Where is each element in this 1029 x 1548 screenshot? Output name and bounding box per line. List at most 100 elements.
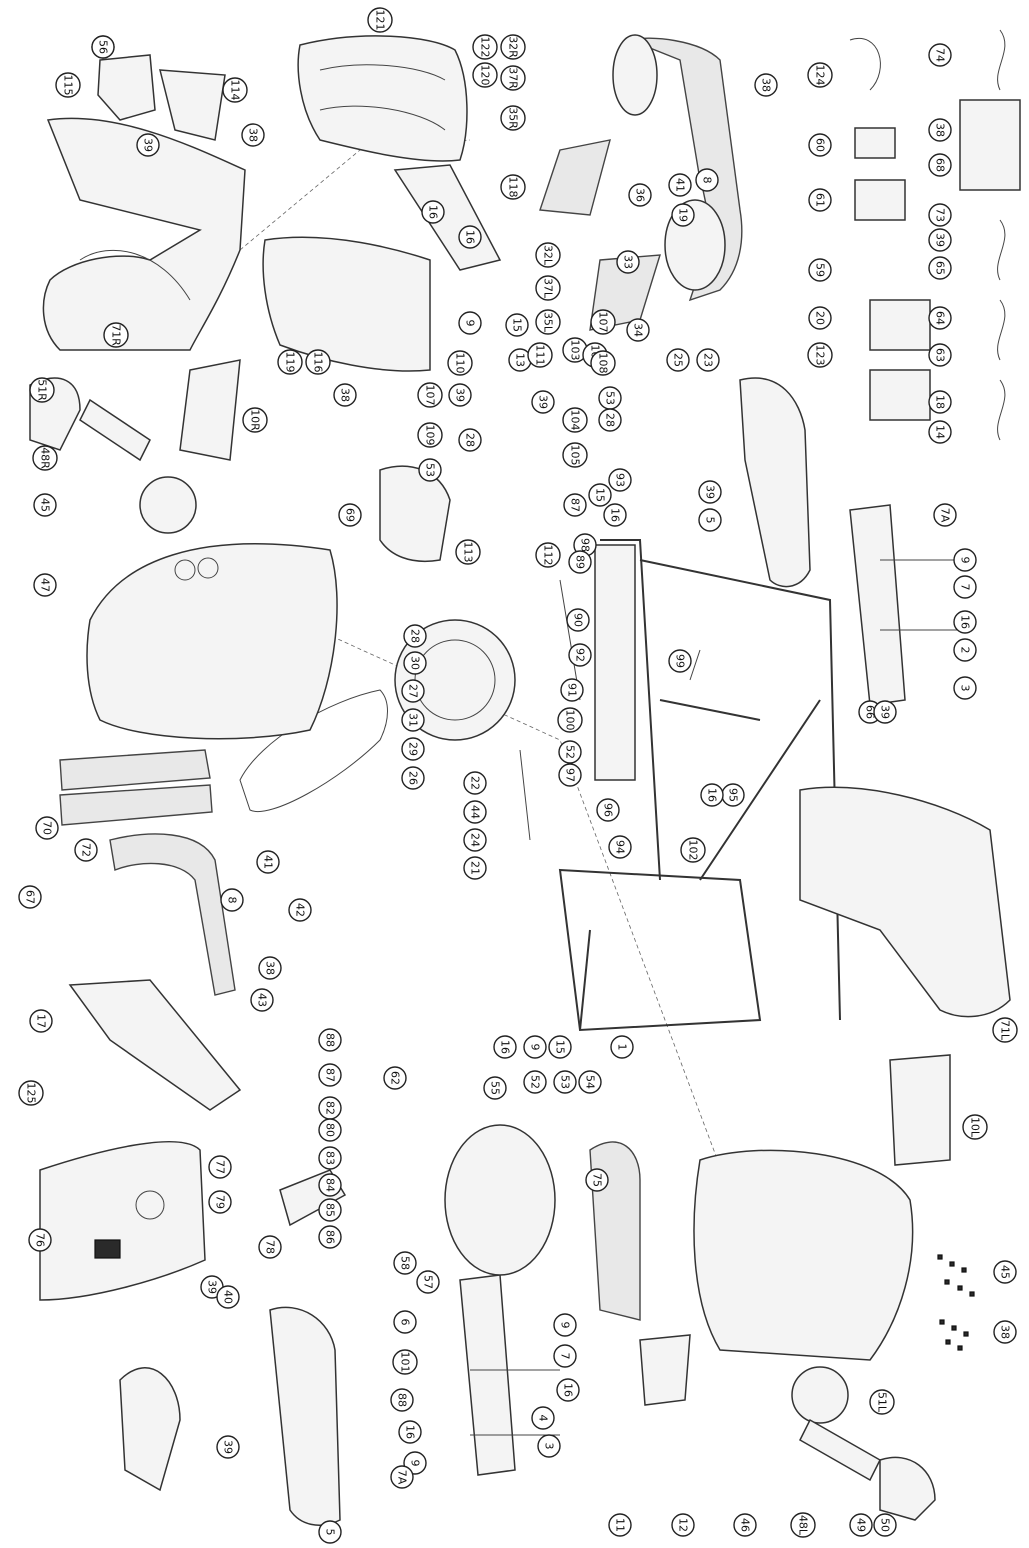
seat-back-120 — [297, 35, 468, 162]
callout-16: 16 — [398, 1420, 422, 1444]
callout-circle — [103, 322, 129, 348]
callout-103: 103 — [562, 337, 588, 363]
callout-116: 116 — [305, 349, 331, 375]
callout-10L: 10L — [962, 1114, 988, 1140]
callout-39: 39 — [698, 480, 722, 504]
callout-circle — [733, 1513, 757, 1537]
callout-55: 55 — [483, 1076, 507, 1100]
callout-circle — [390, 1465, 414, 1489]
callout-circle — [500, 34, 526, 60]
callout-circle — [928, 43, 952, 67]
cover-10r — [179, 359, 241, 461]
callout-39: 39 — [531, 390, 555, 414]
callout-label: 84 — [324, 1178, 337, 1192]
callout-125: 125 — [18, 1080, 44, 1106]
callout-95: 95 — [721, 783, 745, 807]
callout-circle — [208, 1190, 232, 1214]
callout-label: 56 — [97, 40, 110, 54]
callout-67: 67 — [18, 885, 42, 909]
callout-label: 88 — [324, 1033, 337, 1047]
callout-label: 45 — [999, 1265, 1012, 1279]
callout-circle — [527, 342, 553, 368]
callout-circle — [33, 573, 57, 597]
screw-pile-38 — [937, 1254, 975, 1297]
callout-label: 97 — [564, 768, 577, 782]
callout-label: 39 — [206, 1280, 219, 1294]
callout-78: 78 — [258, 1235, 282, 1259]
callout-circle — [535, 309, 561, 335]
callout-label: 10R — [249, 409, 262, 431]
side-cover-46 — [693, 1149, 914, 1361]
callout-35R: 35R — [500, 105, 526, 131]
callout-8: 8 — [220, 888, 244, 912]
callout-circle — [91, 35, 115, 59]
callout-circle — [55, 72, 81, 98]
callout-label: 16 — [404, 1425, 417, 1439]
handlebar-end-cap — [612, 34, 658, 116]
callout-label: 71R — [110, 324, 123, 346]
crank-arm-48r — [79, 398, 151, 462]
callout-circle — [553, 1070, 577, 1094]
callout-28: 28 — [598, 408, 622, 432]
callout-87: 87 — [318, 1063, 342, 1087]
callout-label: 9 — [464, 320, 477, 327]
callout-28: 28 — [403, 624, 427, 648]
callout-label: 66 — [864, 705, 877, 719]
callout-label: 63 — [934, 348, 947, 362]
callout-73: 73 — [928, 203, 952, 227]
callout-circle — [418, 458, 442, 482]
callout-42: 42 — [288, 898, 312, 922]
callout-96: 96 — [596, 798, 620, 822]
callout-circle — [458, 225, 482, 249]
callout-34: 34 — [626, 318, 650, 342]
callout-label: 104 — [569, 410, 582, 431]
callout-circle — [216, 1435, 240, 1459]
callout-label: 107 — [424, 385, 437, 406]
callout-37L: 37L — [535, 275, 561, 301]
callout-85: 85 — [318, 1198, 342, 1222]
callout-label: 96 — [602, 803, 615, 817]
callout-15: 15 — [588, 483, 612, 507]
callout-circle — [531, 390, 555, 414]
callout-9: 9 — [458, 311, 482, 335]
callout-label: 39 — [934, 233, 947, 247]
callout-label: 49 — [855, 1518, 868, 1532]
callout-circle — [671, 1513, 695, 1537]
callout-label: 17 — [35, 1014, 48, 1028]
callout-circle — [398, 1420, 422, 1444]
callout-label: 103 — [569, 340, 582, 361]
callout-93: 93 — [608, 468, 632, 492]
callout-label: 116 — [312, 352, 325, 373]
callout-label: 29 — [407, 742, 420, 756]
callout-circle — [505, 313, 529, 337]
callout-label: 114 — [229, 80, 242, 101]
callout-circle — [28, 1228, 52, 1252]
callout-68: 68 — [928, 153, 952, 177]
callout-circle — [626, 318, 650, 342]
callout-56: 56 — [91, 35, 115, 59]
callout-circle — [562, 407, 588, 433]
callout-circle — [556, 1378, 580, 1402]
callout-52: 52 — [523, 1070, 547, 1094]
callout-label: 9 — [529, 1044, 542, 1051]
callout-circle — [562, 442, 588, 468]
callout-circle — [928, 390, 952, 414]
callout-circle — [258, 956, 282, 980]
callout-label: 98 — [579, 538, 592, 552]
callout-label: 93 — [614, 473, 627, 487]
callout-69: 69 — [338, 503, 362, 527]
callout-39: 39 — [136, 133, 160, 157]
callout-label: 7A — [939, 508, 952, 523]
adapter-124 — [849, 37, 881, 91]
callout-label: 15 — [554, 1040, 567, 1054]
callout-label: 54 — [584, 1075, 597, 1089]
callout-label: 25 — [672, 353, 685, 367]
callout-circle — [523, 1035, 547, 1059]
mast-17 — [68, 979, 242, 1111]
callout-11: 11 — [608, 1513, 632, 1537]
callout-16: 16 — [458, 225, 482, 249]
callout-label: 40 — [222, 1290, 235, 1304]
callout-label: 111 — [534, 345, 547, 366]
callout-circle — [500, 105, 526, 131]
callout-71R: 71R — [103, 322, 129, 348]
